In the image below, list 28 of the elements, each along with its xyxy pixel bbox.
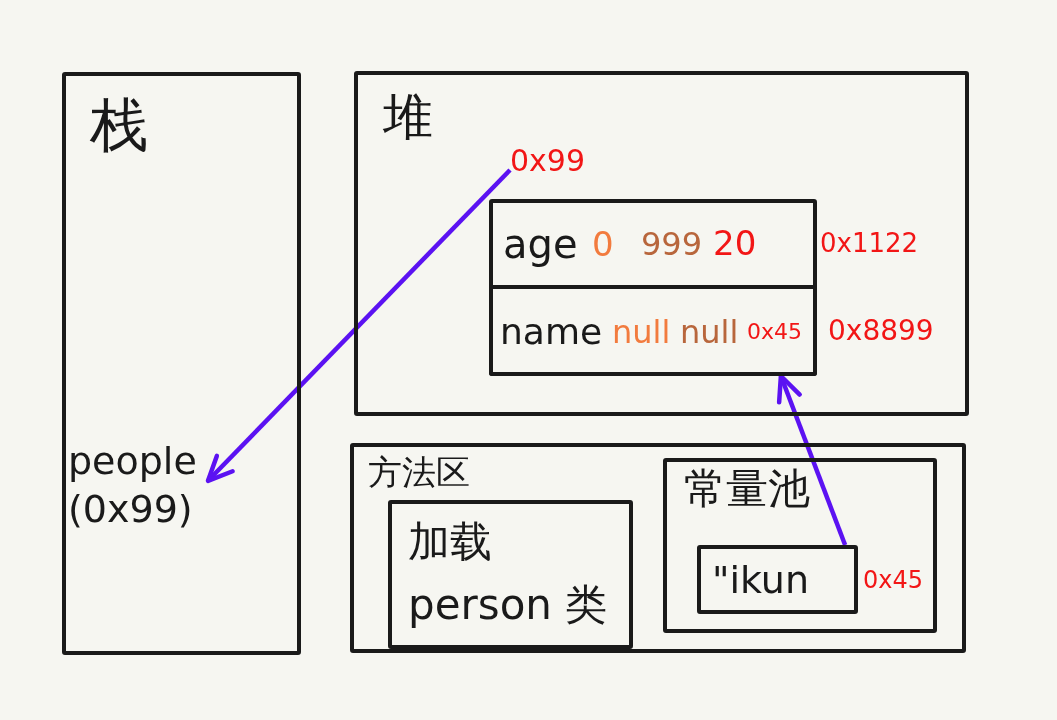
memory-area-box	[62, 72, 301, 655]
arrow	[776, 373, 848, 546]
class-label: 加载 person 类	[408, 516, 609, 631]
variable-label: people (0x99)	[68, 438, 208, 533]
field-value: 0x45	[747, 321, 802, 343]
string-box	[697, 545, 858, 614]
arrow	[205, 168, 512, 484]
constant-pool-box	[663, 458, 937, 633]
field-value: 0	[592, 227, 614, 261]
class-box	[388, 500, 633, 649]
address-label: 0x1122	[820, 230, 919, 256]
memory-area-box	[354, 71, 969, 416]
field-name: name	[500, 314, 603, 350]
address-label: 0x99	[510, 146, 585, 176]
field-row	[489, 289, 817, 376]
field-value: null	[680, 316, 739, 348]
area-title: 栈	[90, 96, 148, 154]
field-row	[489, 199, 817, 289]
field-value: 20	[713, 226, 757, 260]
area-title: 堆	[383, 92, 433, 142]
address-label: 0x45	[863, 568, 923, 592]
memory-area-box	[350, 443, 966, 653]
area-title: 方法区	[368, 455, 470, 489]
string-value: "ikun	[712, 561, 810, 599]
area-title: 常量池	[684, 468, 810, 510]
address-label: 0x8899	[828, 317, 934, 345]
field-value: null	[612, 316, 671, 348]
field-value: 999	[641, 228, 703, 260]
